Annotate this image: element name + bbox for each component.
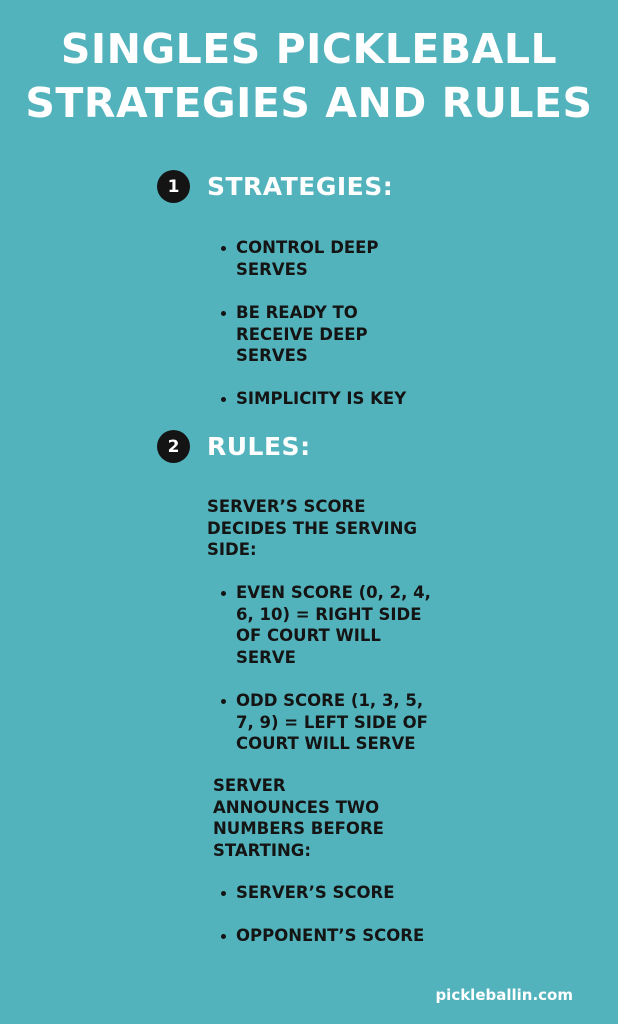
rules-intro-serving-side: SERVER’S SCORE DECIDES THE SERVING SIDE:: [207, 497, 418, 559]
list-item-text: SIMPLICITY IS KEY: [236, 389, 407, 408]
section-label-strategies: STRATEGIES:: [207, 172, 394, 201]
list-item: SIMPLICITY IS KEY: [221, 388, 451, 410]
list-item-text: EVEN SCORE (0, 2, 4, 6, 10) = RIGHT SIDE…: [236, 583, 431, 667]
bullet-icon: [221, 891, 226, 896]
list-item: OPPONENT’S SCORE: [221, 925, 451, 947]
bullet-icon: [221, 699, 226, 704]
section-rules-header: 2 RULES:: [157, 430, 311, 463]
list-item: EVEN SCORE (0, 2, 4, 6, 10) = RIGHT SIDE…: [221, 582, 431, 668]
list-item-text: CONTROL DEEP SERVES: [236, 238, 379, 279]
bullet-icon: [221, 397, 226, 402]
section-label-rules: RULES:: [207, 432, 311, 461]
footer-site-link[interactable]: pickleballin.com: [435, 986, 573, 1004]
list-item: ODD SCORE (1, 3, 5, 7, 9) = LEFT SIDE OF…: [221, 690, 431, 755]
list-item: SERVER’S SCORE: [221, 882, 451, 904]
list-item: CONTROL DEEP SERVES: [221, 237, 396, 280]
list-item-text: SERVER’S SCORE: [236, 883, 395, 902]
list-item-text: BE READY TO RECEIVE DEEP SERVES: [236, 303, 368, 365]
section-strategies-header: 1 STRATEGIES:: [157, 170, 393, 203]
page-title-line-1: SINGLES PICKLEBALL: [60, 25, 558, 73]
list-item-text: ODD SCORE (1, 3, 5, 7, 9) = LEFT SIDE OF…: [236, 691, 428, 753]
number-badge-1: 1: [157, 170, 190, 203]
list-item: BE READY TO RECEIVE DEEP SERVES: [221, 302, 396, 367]
rules-intro-announce: SERVER ANNOUNCES TWO NUMBERS BEFORE STAR…: [213, 776, 384, 860]
bullet-icon: [221, 246, 226, 251]
page-title-line-2: STRATEGIES AND RULES: [25, 79, 593, 127]
number-badge-2: 2: [157, 430, 190, 463]
list-item-text: OPPONENT’S SCORE: [236, 926, 425, 945]
bullet-icon: [221, 934, 226, 939]
bullet-icon: [221, 591, 226, 596]
bullet-icon: [221, 311, 226, 316]
